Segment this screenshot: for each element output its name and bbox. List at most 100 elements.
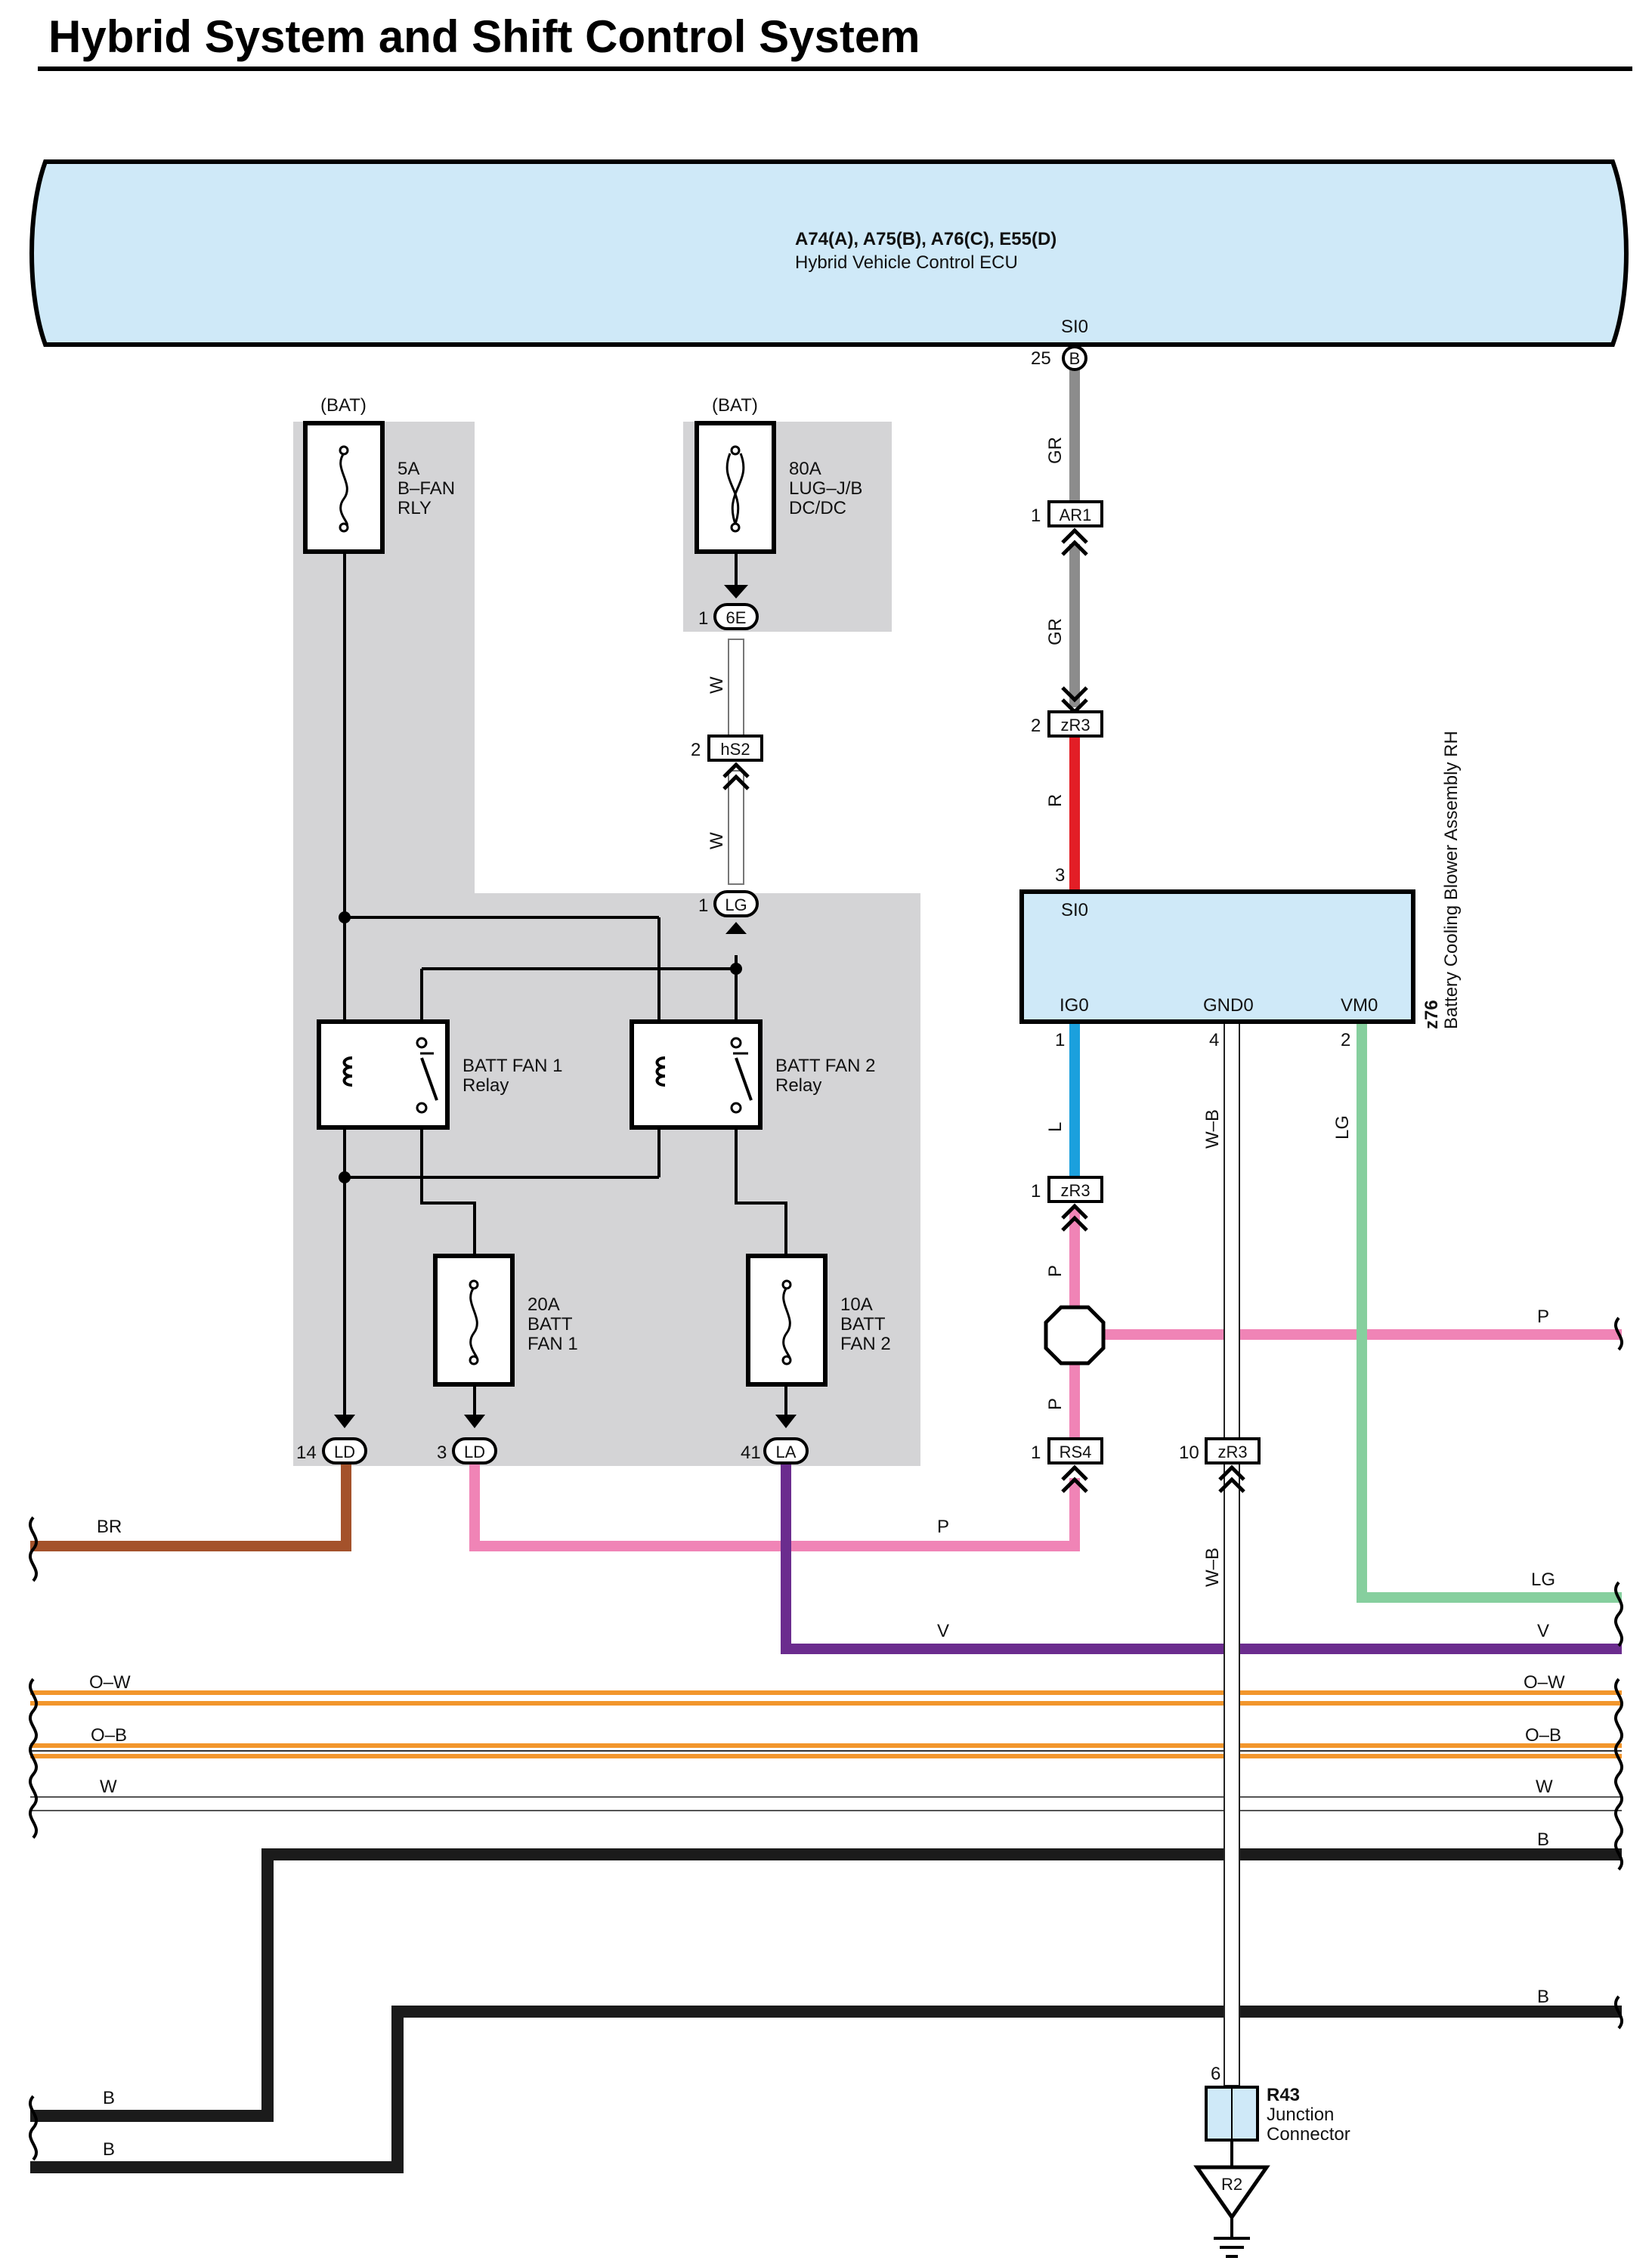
- wire-w-horizontal: [30, 1796, 1622, 1811]
- wire-label: W: [100, 1777, 117, 1797]
- splice-point: [339, 911, 351, 923]
- wire-b-2: [30, 2006, 1622, 2173]
- ecu-pin-connector: [1062, 345, 1087, 371]
- pin-number: 2: [1031, 716, 1041, 736]
- wire-label: GR: [1045, 618, 1066, 645]
- wire-label: W: [1536, 1777, 1553, 1797]
- splice-point: [730, 963, 742, 975]
- wire-label: O–W: [1524, 1672, 1565, 1693]
- splice-octagon: [1044, 1305, 1106, 1365]
- relay-name: BATT FAN 1: [462, 1056, 562, 1076]
- wire-label: V: [937, 1621, 949, 1641]
- connector-rs4: [1047, 1437, 1103, 1464]
- wire-label: W–B: [1202, 1548, 1223, 1587]
- wire-label: V: [1537, 1621, 1549, 1641]
- wire-label: W: [707, 832, 727, 849]
- wire-label: P: [937, 1517, 949, 1537]
- wire-label: GR: [1045, 437, 1066, 464]
- wire-label: B: [1537, 1987, 1549, 2007]
- arrow-up-icon: [725, 922, 747, 934]
- title-rule: [38, 66, 1632, 71]
- wire-v: [781, 1463, 1622, 1654]
- connector-zr3: [1047, 710, 1103, 738]
- wire-label: W: [707, 676, 727, 694]
- junction-code: R43: [1267, 2085, 1300, 2105]
- chevron-icon: [1218, 1464, 1245, 1493]
- wire-w-vertical: [728, 639, 744, 885]
- fuse-name: FAN 2: [840, 1334, 891, 1354]
- arrow-down-icon: [775, 1415, 797, 1428]
- arrow-down-icon: [334, 1415, 355, 1428]
- pin-number: 41: [741, 1443, 761, 1463]
- wire-label: P: [1537, 1307, 1549, 1327]
- fuse-name: RLY: [398, 498, 432, 518]
- relay-batt-fan-2: [630, 1019, 763, 1130]
- wire-label: B: [1537, 1829, 1549, 1850]
- wire-wb: [1224, 1021, 1240, 2086]
- chevron-icon: [1061, 1203, 1088, 1232]
- pin-number: 3: [1055, 865, 1065, 886]
- ecu-connectors: A74(A), A75(B), A76(C), E55(D): [795, 229, 1056, 249]
- wire-label: P: [1045, 1398, 1066, 1410]
- pin-number: 1: [1055, 1030, 1065, 1050]
- wire-label: LG: [1531, 1570, 1555, 1590]
- wire-label: O–W: [89, 1672, 131, 1693]
- connector-id: hS2: [720, 740, 750, 759]
- chevron-icon: [1061, 1464, 1088, 1493]
- wire-label: R: [1045, 794, 1066, 807]
- pin-number: 3: [437, 1443, 447, 1463]
- blower-assembly: [1019, 889, 1415, 1024]
- ecu-pin-label: SI0: [1061, 317, 1088, 337]
- wire-label: W–B: [1202, 1109, 1223, 1149]
- wire-ob: [30, 1743, 1622, 1758]
- ground-id: R2: [1221, 2175, 1242, 2194]
- relay-sub: Relay: [775, 1075, 821, 1096]
- connector-id: LD: [334, 1443, 355, 1461]
- splice-point: [339, 1171, 351, 1183]
- pin-number: 2: [1341, 1030, 1350, 1050]
- connector-6e: [713, 603, 759, 630]
- blower-pin-label: VM0: [1341, 995, 1378, 1016]
- connector-zr3: [1205, 1437, 1261, 1464]
- fuse-name: DC/DC: [789, 498, 846, 518]
- fuse-rating: 20A: [527, 1294, 560, 1315]
- connector-id: B: [1069, 349, 1081, 368]
- pin-number: 25: [1031, 348, 1051, 369]
- ecu-name: Hybrid Vehicle Control ECU: [795, 252, 1018, 273]
- blower-code: z76: [1422, 1000, 1442, 1029]
- wire-label: BR: [97, 1517, 122, 1537]
- blower-pin-label: GND0: [1203, 995, 1254, 1016]
- junction-name: Junction: [1267, 2105, 1334, 2125]
- connector-id: zR3: [1060, 716, 1090, 735]
- wire-label: O–B: [91, 1725, 127, 1746]
- connector-id: RS4: [1060, 1443, 1092, 1461]
- page-title: Hybrid System and Shift Control System: [48, 11, 920, 62]
- chevron-icon: [1061, 527, 1088, 556]
- relay-block-shade: [293, 422, 920, 1466]
- fuse-rating: 5A: [398, 459, 419, 479]
- pin-number: 4: [1209, 1030, 1219, 1050]
- connector-ar1: [1047, 500, 1103, 527]
- wire-label: L: [1045, 1122, 1066, 1132]
- connector-id: LG: [725, 895, 747, 914]
- wire-label: LG: [1332, 1115, 1353, 1140]
- pin-number: 6: [1211, 2064, 1220, 2084]
- blower-pin-label: SI0: [1061, 900, 1088, 920]
- relay-batt-fan-1: [317, 1019, 450, 1130]
- fuse-name: FAN 1: [527, 1334, 578, 1354]
- fuse-lug-jb: [695, 421, 776, 554]
- fuse-source: (BAT): [320, 395, 367, 416]
- ecu-block: [29, 159, 1629, 347]
- wire-label: O–B: [1525, 1725, 1561, 1746]
- connector-id: 6E: [726, 608, 747, 627]
- connector-la: [763, 1437, 809, 1464]
- ground-icon: [1214, 2217, 1250, 2258]
- fuse-rating: 80A: [789, 459, 821, 479]
- connector-id: LA: [776, 1443, 797, 1461]
- wire-b-1: [30, 1848, 1622, 2122]
- ground-triangle: [1193, 2165, 1270, 2221]
- connector-ld: [452, 1437, 497, 1464]
- wire-label: P: [1045, 1265, 1066, 1277]
- blower-name: Battery Cooling Blower Assembly RH: [1441, 731, 1462, 1029]
